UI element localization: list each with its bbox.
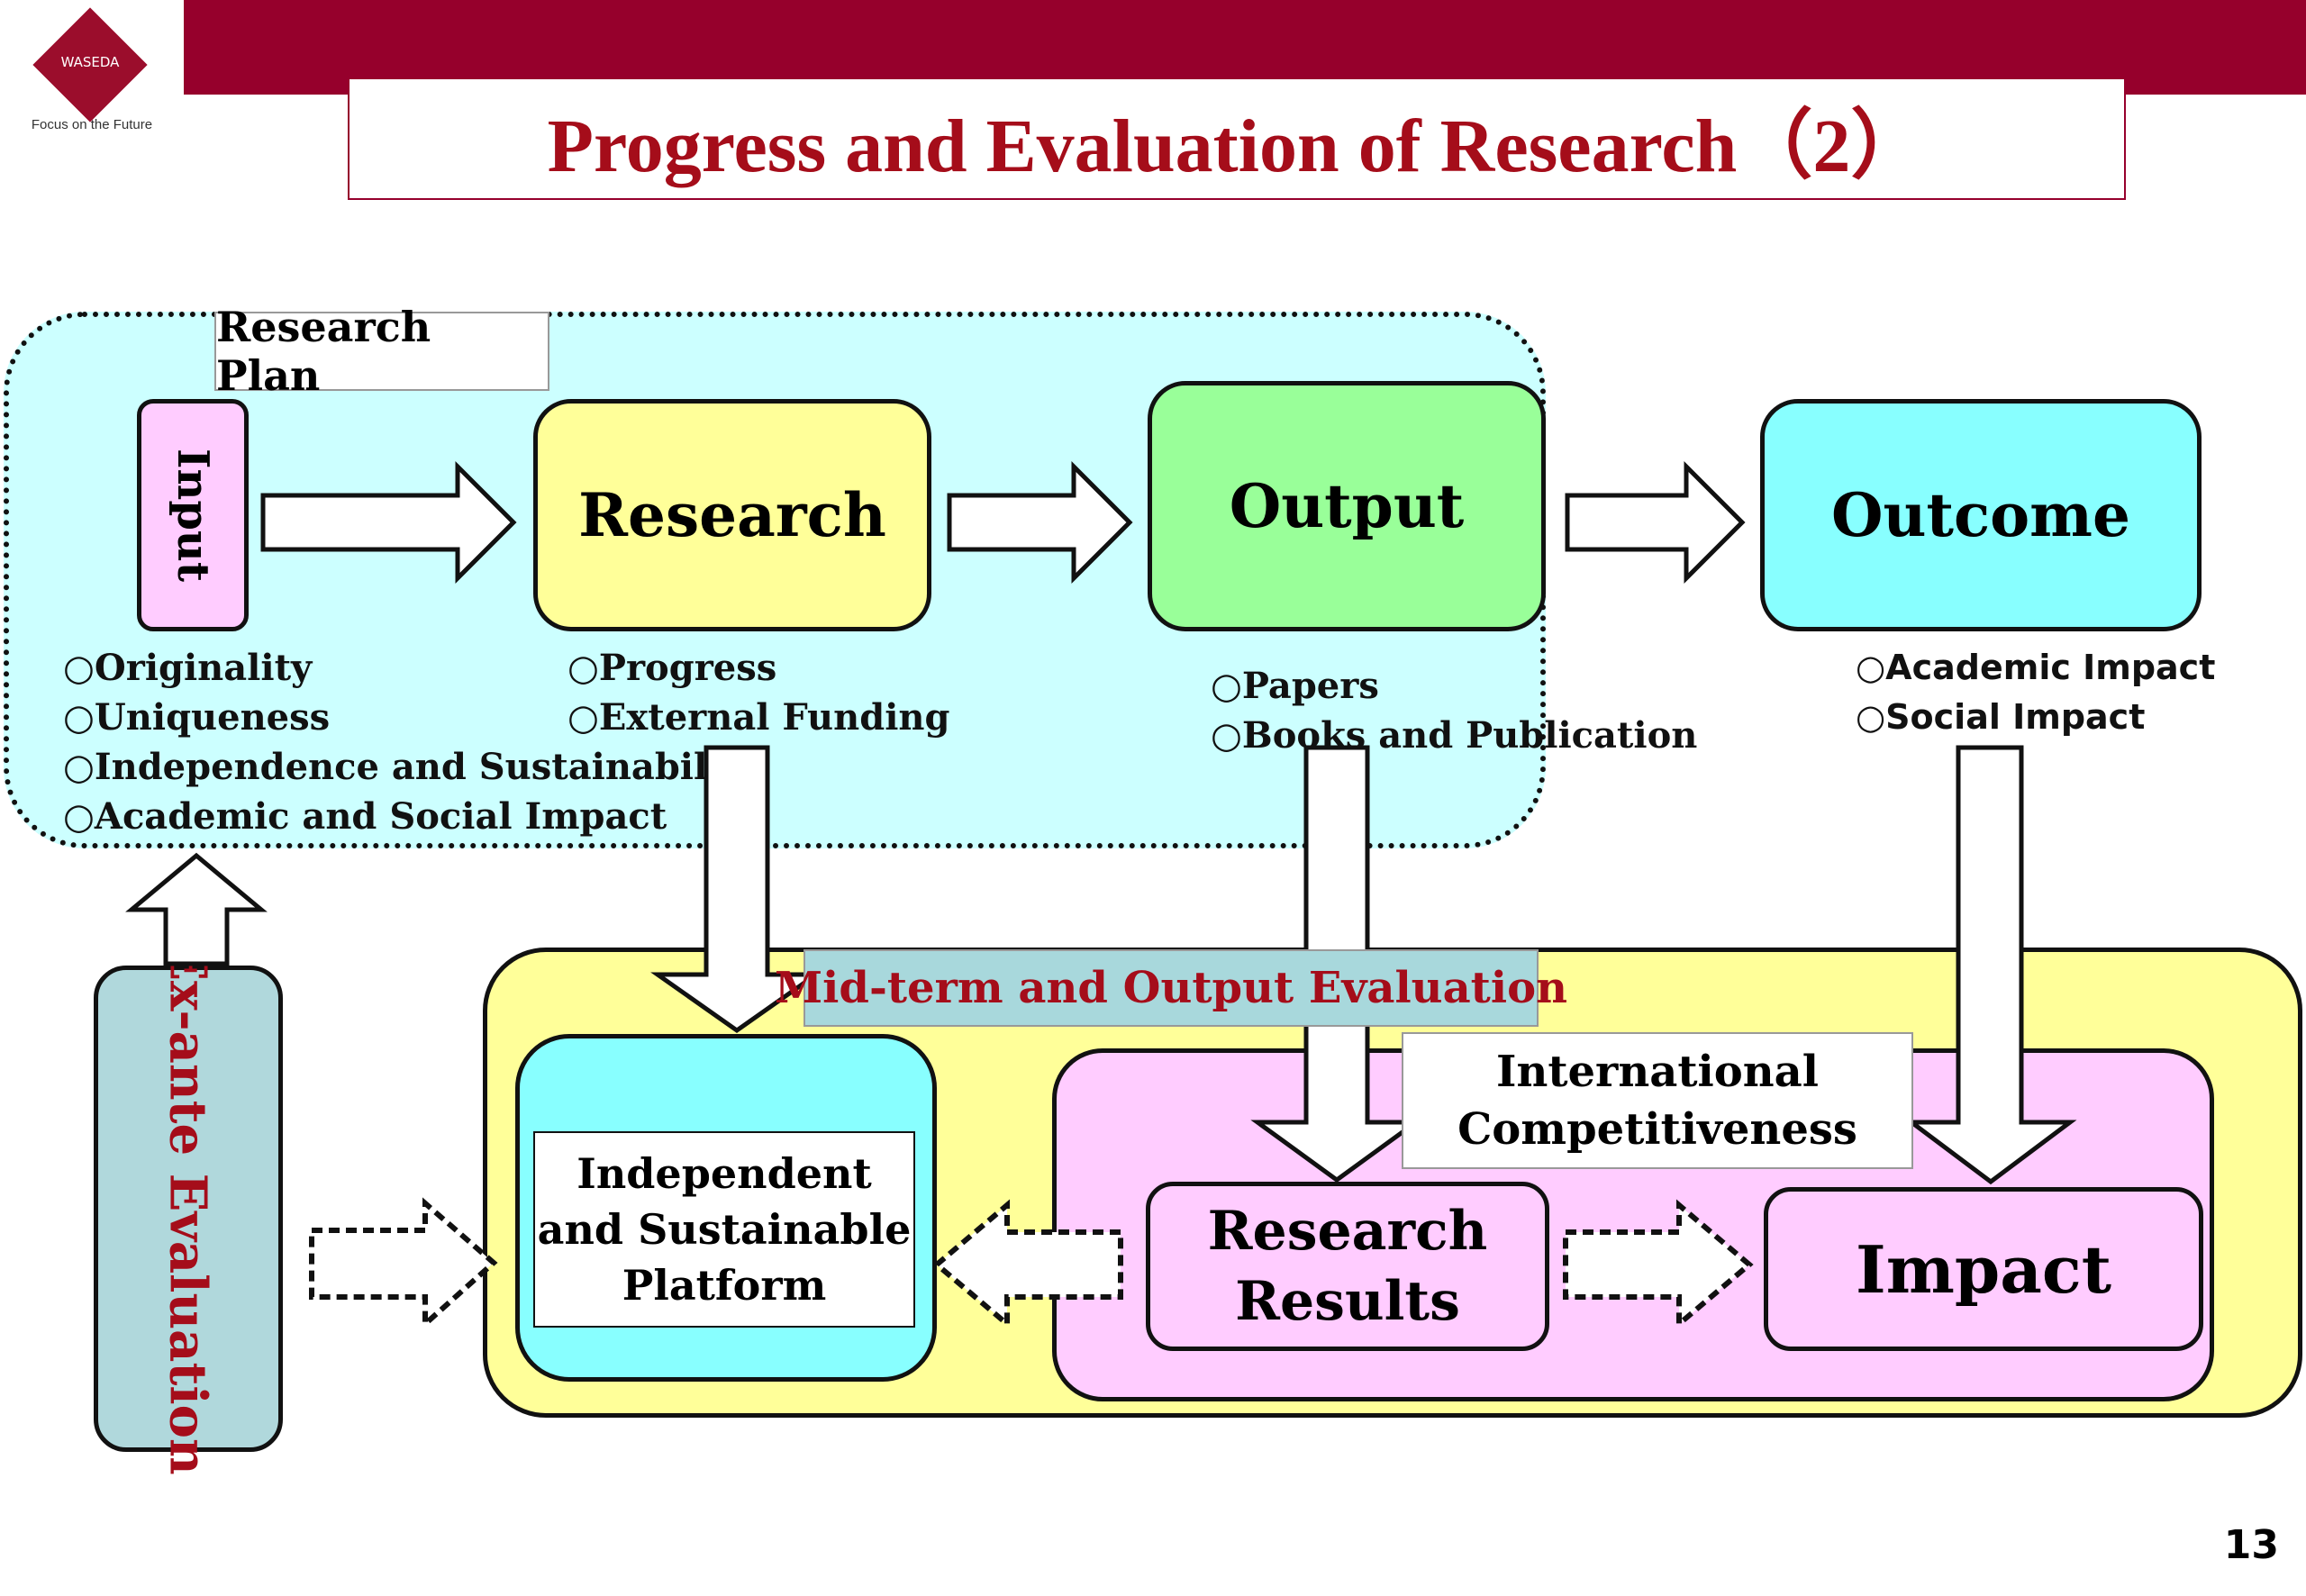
page-title: Progress and Evaluation of Research（2） xyxy=(547,104,1927,188)
list-item: External Funding xyxy=(567,693,950,742)
list-item: Uniqueness xyxy=(63,693,758,742)
logo-text: WASEDA xyxy=(60,54,120,70)
page-number: 13 xyxy=(2223,1522,2279,1568)
list-item: Papers xyxy=(1211,661,1697,711)
list-item: Progress xyxy=(567,643,949,693)
dotted-arrow-to-platform xyxy=(932,1199,1123,1330)
evaluation-label: Mid-term and Output Evaluation xyxy=(775,949,1567,1027)
research-box: Research xyxy=(533,399,931,631)
arrow-research-to-output xyxy=(947,460,1133,585)
intl-line: International xyxy=(1495,1047,1819,1097)
title-box: Progress and Evaluation of Research（2） xyxy=(348,77,2126,200)
platform-line: Independent xyxy=(576,1149,872,1198)
input-box: Input xyxy=(137,399,249,631)
arrow-research-down xyxy=(650,745,823,1034)
input-criteria-list: Originality Uniqueness Independence and … xyxy=(63,643,758,841)
dotted-arrow-to-eval xyxy=(309,1197,498,1330)
list-item: Academic Impact xyxy=(1856,643,2215,693)
intl-line: Competitiveness xyxy=(1457,1104,1857,1155)
logo-tagline: Focus on the Future xyxy=(31,117,153,132)
output-box: Output xyxy=(1148,381,1546,631)
platform-label: Independent and Sustainable Platform xyxy=(533,1131,915,1328)
results-line: Results xyxy=(1235,1270,1460,1333)
outcome-box: Outcome xyxy=(1760,399,2202,631)
platform-line: Platform xyxy=(622,1261,827,1310)
outcome-criteria-list: Academic Impact Social Impact xyxy=(1856,643,2215,742)
research-results-box: Research Results xyxy=(1146,1182,1549,1351)
impact-box: Impact xyxy=(1764,1187,2203,1351)
list-item: Academic and Social Impact xyxy=(63,792,758,841)
list-item: Social Impact xyxy=(1856,693,2215,742)
international-competitiveness-label: International Competitiveness xyxy=(1402,1032,1913,1169)
ex-ante-evaluation-box xyxy=(94,966,283,1452)
platform-line: and Sustainable xyxy=(537,1205,912,1254)
arrow-outcome-down xyxy=(1904,745,2077,1185)
research-criteria-list: Progress External Funding xyxy=(567,643,950,742)
dotted-arrow-to-impact xyxy=(1563,1199,1754,1330)
arrow-ex-ante-up xyxy=(125,852,268,966)
results-line: Research xyxy=(1207,1200,1488,1263)
list-item: Originality xyxy=(63,643,758,693)
arrow-input-to-research xyxy=(260,460,517,585)
list-item: Independence and Sustainability xyxy=(63,742,758,792)
arrow-output-to-outcome xyxy=(1565,460,1746,585)
